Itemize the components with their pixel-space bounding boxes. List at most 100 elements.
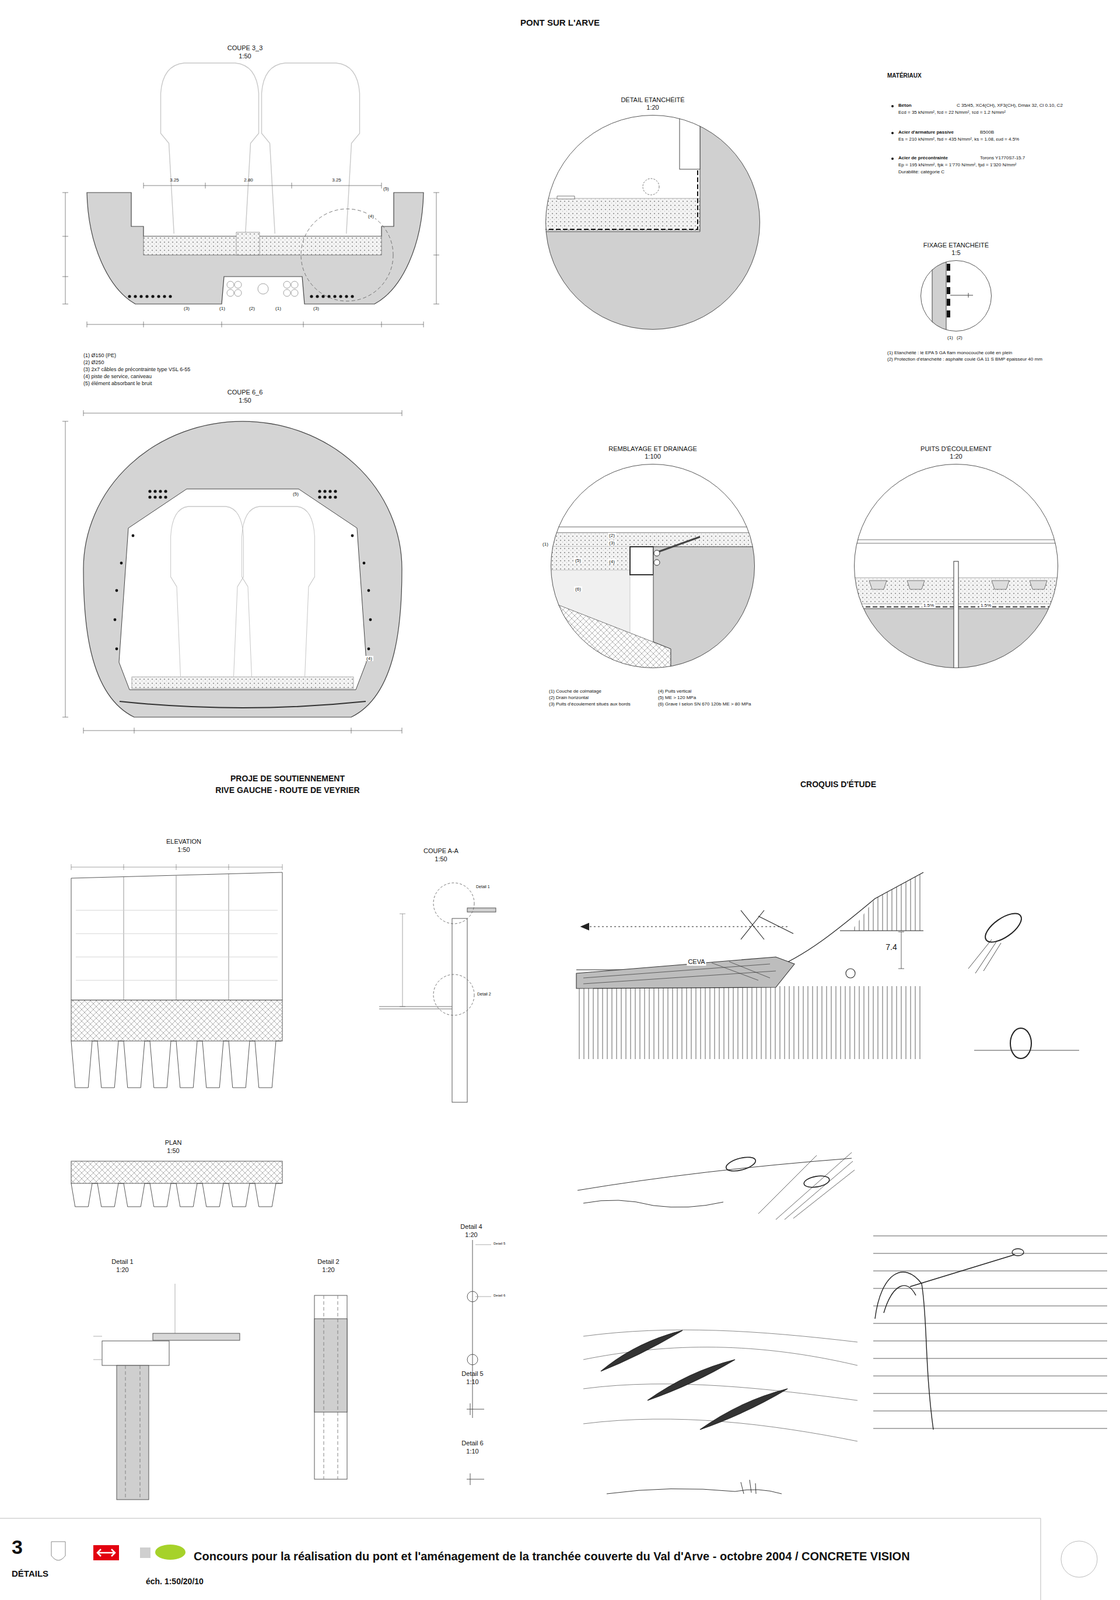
fixage-etancheite-drawing (950, 292, 973, 298)
study-sketch (740, 910, 794, 940)
study-sketch (589, 925, 788, 927)
detail-heading: PUITS D'ÉCOULEMENT1:20 (920, 445, 992, 461)
annotation-text: Acier de précontrainte (898, 155, 948, 161)
study-sketch (803, 1173, 831, 1189)
coupe-6-6-section (242, 506, 315, 677)
detail-circle: PUITS D'ÉCOULEMENT1:20 (854, 463, 1059, 668)
coupe-6-6-section (367, 647, 371, 651)
callout-number: (5) (574, 557, 583, 563)
elevation-drawing (71, 999, 283, 1041)
study-sketch (576, 956, 795, 989)
materiaux-bullets (891, 131, 894, 135)
detail-etancheite-drawing (542, 110, 770, 350)
detail-4-5-6-drawing (466, 1472, 485, 1485)
annotation-text: Detail 4 (460, 1222, 482, 1231)
retaining-wall-outline (71, 1040, 282, 1088)
footer-frame (93, 1544, 119, 1560)
sheet-title: PONT SUR L'ARVE (520, 17, 600, 28)
study-sketch (576, 872, 1108, 1494)
detail-1-drawing (102, 1340, 170, 1365)
remblayage-drawing (548, 546, 630, 570)
elevation-drawing (71, 863, 283, 1041)
callout-number: (1) (219, 305, 226, 311)
coupe-6-6-section (158, 495, 162, 499)
callout-number: (2) (956, 334, 963, 341)
coupe-6-6-section (317, 489, 321, 493)
coupe-3-3-section (156, 294, 160, 298)
coupe-3-3-section (234, 289, 242, 297)
detail-1-drawing (125, 1365, 140, 1500)
annotation-text: (5) ME > 120 MPa (658, 694, 696, 700)
detail-heading: REMBLAYAGE ET DRAINAGE1:100 (608, 445, 698, 461)
coupe-a-a-drawing (399, 913, 406, 1007)
detail-heading: FIXAGE ETANCHÉITÉ1:5 (923, 241, 989, 257)
detail-1-drawing (93, 1283, 240, 1500)
coupe-3-3-section (127, 294, 354, 298)
callout-number: (4) (366, 213, 376, 219)
study-sketch (576, 872, 924, 970)
coupe-3-3-section (236, 232, 260, 255)
annotation-text: 1:20 (116, 1265, 129, 1274)
annotation-text: Acier d'armature passive (898, 129, 954, 135)
detail-4-5-6-drawing (475, 1244, 492, 1297)
annotation-text: COUPE 6_6 (227, 388, 264, 397)
coupe-3-3-section (62, 182, 440, 328)
circle-outline (545, 114, 761, 330)
puits-drawing (851, 539, 1062, 678)
detail-etancheite-drawing (542, 110, 770, 350)
coupe-6-6-section (163, 495, 167, 499)
materiaux-bullets (891, 157, 894, 160)
annotation-text: (6) Grave I selon SN 670 120b ME > 80 MP… (658, 701, 751, 707)
detail-4-5-6-drawing (467, 1353, 478, 1365)
elevation-drawing (71, 863, 283, 870)
scale-text: 1:20 (620, 103, 685, 112)
annotation-text: Detail 5 (461, 1369, 483, 1378)
detail-circle: REMBLAYAGE ET DRAINAGE1:100 (550, 463, 755, 668)
remblayage-drawing (548, 600, 671, 677)
study-sketch (851, 872, 924, 931)
coupe-6-6-section (323, 495, 327, 499)
coupe-3-3-section (291, 289, 299, 297)
fixage-etancheite-drawing (932, 256, 947, 339)
remblayage-drawing (548, 526, 759, 533)
coupe-6-6-section (113, 489, 373, 650)
annotation-text: (2) Ø250 (83, 359, 105, 366)
annotation-text: (2) Drain horizontal (548, 694, 589, 700)
annotation-text: Detail 6 (461, 1439, 483, 1447)
scale-text: 1:5 (923, 249, 989, 257)
annotation-text: 3.25 (331, 177, 342, 183)
detail-1-drawing (116, 1365, 149, 1500)
detail-etancheite-drawing (542, 170, 698, 230)
remblayage-drawing (654, 536, 700, 553)
coupe-6-6-section (115, 589, 119, 593)
annotation-text: Béton (898, 102, 912, 108)
coupe-6-6-section (323, 489, 327, 493)
coupe-6-6-section (62, 410, 402, 734)
elevation-drawing (75, 910, 278, 980)
coupe-3-3-section (86, 192, 424, 304)
annotation-text: 1:10 (466, 1377, 479, 1386)
coupe-3-3-section (321, 294, 325, 298)
coupe-a-a-drawing (433, 974, 475, 1015)
coupe-3-3-section (350, 294, 354, 298)
circle-outline (854, 464, 1059, 668)
detail-title: DÉTAIL ETANCHÉITÉ (620, 96, 685, 104)
annotation-text: DÉTAILS (11, 1568, 49, 1578)
callout-number: (3) (313, 305, 320, 311)
detail-title: REMBLAYAGE ET DRAINAGE (608, 445, 698, 453)
coupe-6-6-section (83, 421, 402, 717)
detail-1-drawing (93, 1283, 175, 1360)
annotation-text: 1:50 (238, 52, 251, 61)
fixage-etancheite-drawing (946, 298, 951, 306)
detail-etancheite-drawing (642, 178, 660, 195)
coupe-6-6-section (148, 489, 152, 493)
coupe-3-3-section (226, 281, 299, 297)
study-sketch (577, 985, 924, 1059)
callout-number: (4) (365, 655, 374, 661)
annotation-text: 2.80 (243, 177, 254, 183)
retaining-wall-outline (71, 1040, 282, 1207)
annotation-text: CROQUIS D'ÉTUDE (800, 779, 877, 789)
